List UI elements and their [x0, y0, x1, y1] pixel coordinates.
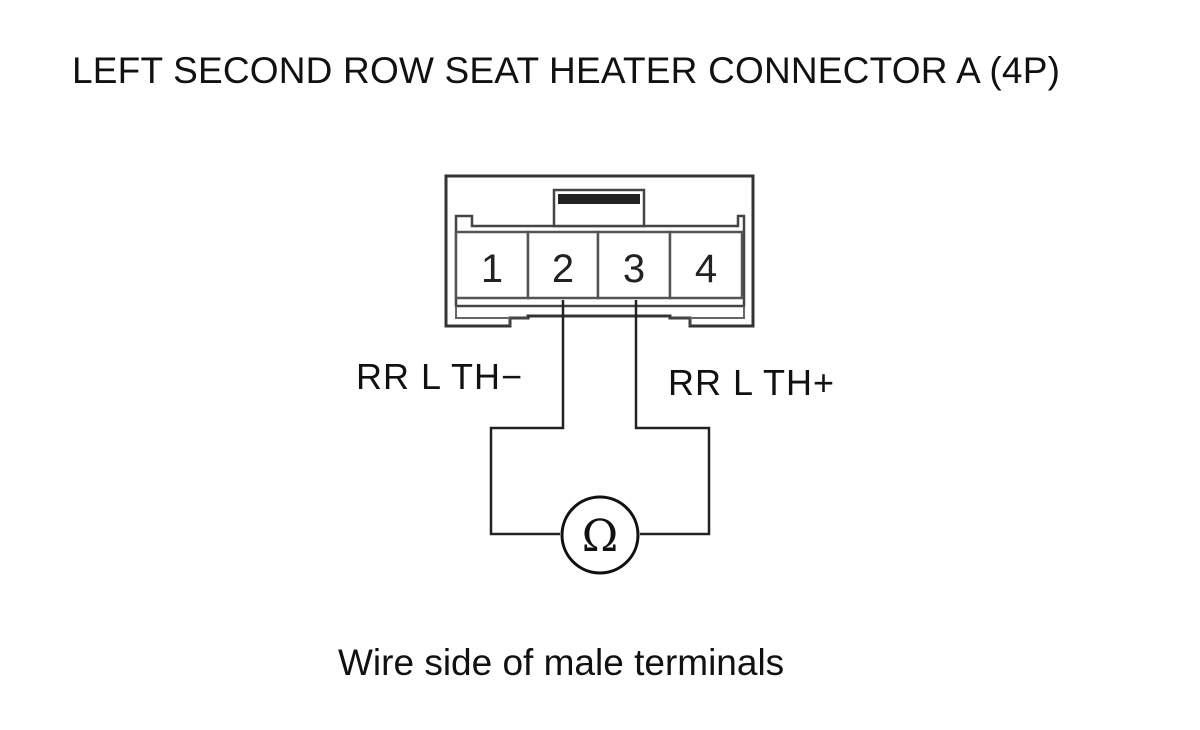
connector-bottom-inner: [455, 306, 745, 319]
connector-latch-bar: [558, 194, 640, 204]
ohmmeter-symbol: Ω: [582, 511, 618, 562]
diagram-caption: Wire side of male terminals: [338, 642, 785, 683]
connector-key-right: [670, 316, 692, 326]
ohmmeter-circle: [560, 495, 640, 575]
pin-number-3: 3: [623, 247, 645, 291]
pin-cell-3: [596, 230, 672, 300]
wire-label-negative: RR L TH−: [356, 356, 524, 397]
wire-negative: [489, 300, 565, 536]
connector-key-left: [508, 316, 528, 326]
wire-positive: [634, 300, 711, 536]
pin-cells: [454, 230, 744, 300]
wire-label-positive: RR L TH+: [668, 362, 836, 403]
pin-number-2: 2: [552, 247, 574, 291]
diagram-title: LEFT SECOND ROW SEAT HEATER CONNECTOR A …: [72, 50, 1061, 91]
pin-cell-2: [526, 230, 600, 300]
pin-number-4: 4: [695, 247, 717, 291]
pin-cell-4: [668, 230, 744, 300]
pin-number-1: 1: [481, 247, 503, 291]
